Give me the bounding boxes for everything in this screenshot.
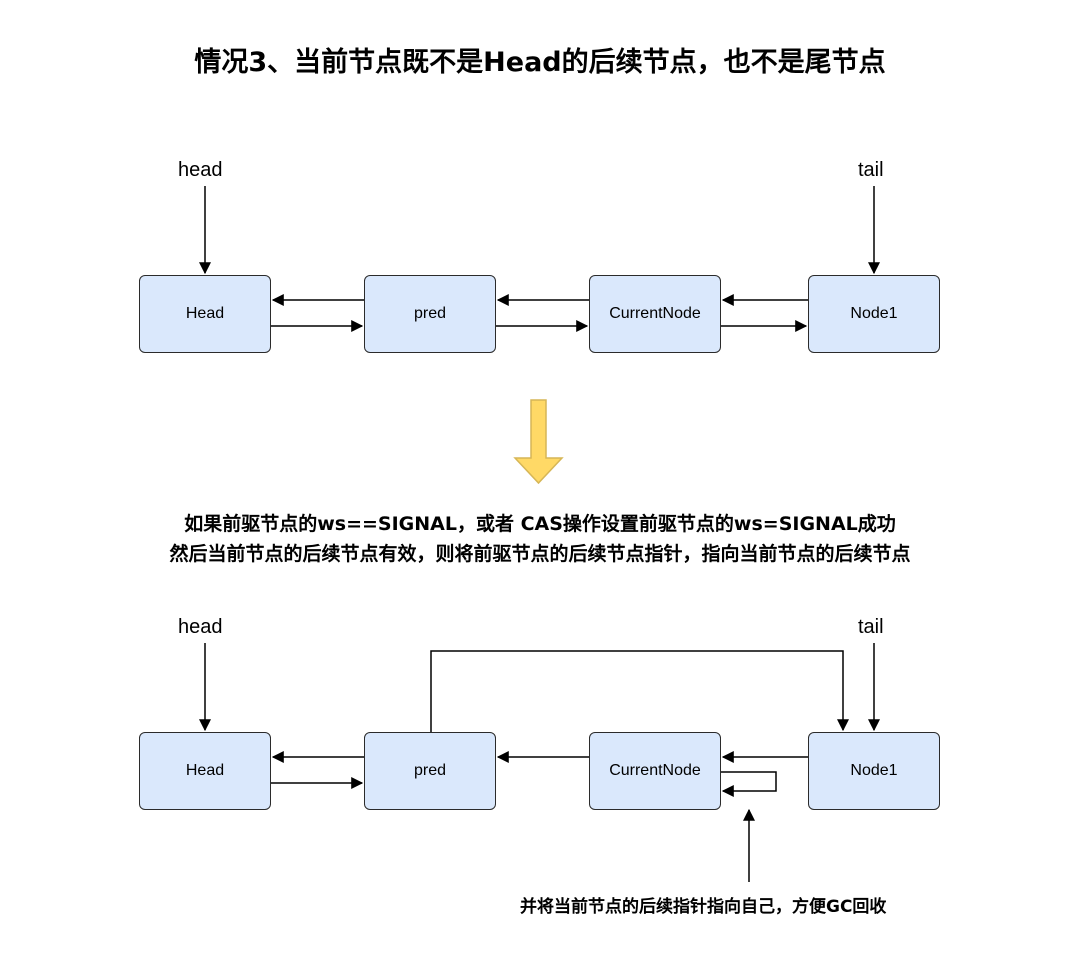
top-node-current: CurrentNode bbox=[589, 275, 721, 353]
transition-down-arrow bbox=[513, 399, 564, 485]
node-label: Node1 bbox=[850, 762, 898, 779]
node-label: CurrentNode bbox=[609, 305, 701, 322]
top-node-node1: Node1 bbox=[808, 275, 940, 353]
node-label: CurrentNode bbox=[609, 762, 701, 779]
node-label: pred bbox=[413, 305, 447, 322]
node-label: pred bbox=[413, 762, 447, 779]
node-label: Head bbox=[185, 762, 225, 779]
bottom-current-self-loop-arrow bbox=[721, 771, 777, 797]
bottom-node-current: CurrentNode bbox=[589, 732, 721, 810]
gc-note: 并将当前节点的后续指针指向自己，方便GC回收 bbox=[520, 897, 887, 917]
top-node-head: Head bbox=[139, 275, 271, 353]
description-line-2: 然后当前节点的后续节点有效，则将前驱节点的后续节点指针，指向当前节点的后续节点 bbox=[169, 543, 911, 565]
page-title: 情况3、当前节点既不是Head的后续节点，也不是尾节点 bbox=[194, 47, 886, 78]
bottom-node-node1: Node1 bbox=[808, 732, 940, 810]
top-tail-pointer-label: tail bbox=[858, 159, 884, 181]
top-head-pointer-label: head bbox=[178, 159, 223, 181]
top-node-pred: pred bbox=[364, 275, 496, 353]
bottom-head-pointer-label: head bbox=[178, 616, 223, 638]
bottom-node-pred: pred bbox=[364, 732, 496, 810]
bottom-pred-next-to-node1-arrow bbox=[430, 650, 849, 732]
node-label: Head bbox=[185, 305, 225, 322]
bottom-tail-pointer-label: tail bbox=[858, 616, 884, 638]
node-label: Node1 bbox=[850, 305, 898, 322]
description-line-1: 如果前驱节点的ws==SIGNAL，或者 CAS操作设置前驱节点的ws=SIGN… bbox=[184, 513, 896, 535]
top-diagram-arrows bbox=[199, 186, 880, 332]
description: 如果前驱节点的ws==SIGNAL，或者 CAS操作设置前驱节点的ws=SIGN… bbox=[0, 509, 1080, 569]
bottom-node-head: Head bbox=[139, 732, 271, 810]
bottom-diagram-arrows bbox=[199, 643, 880, 882]
